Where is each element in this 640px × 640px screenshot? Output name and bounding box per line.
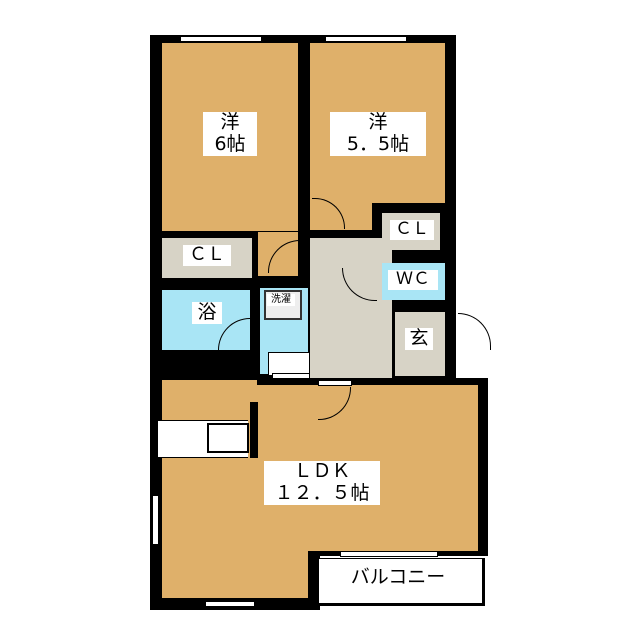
hallway bbox=[310, 238, 392, 378]
bath-label: 浴 bbox=[192, 301, 222, 324]
window[interactable] bbox=[340, 551, 438, 557]
entrance-door[interactable] bbox=[458, 313, 491, 350]
ldk-upper-left bbox=[162, 380, 257, 390]
room-name: 洋 bbox=[368, 111, 388, 133]
closet-right-label: ＣＬ bbox=[390, 219, 434, 240]
window[interactable] bbox=[180, 36, 262, 42]
toilet-label: ＷＣ bbox=[388, 269, 438, 290]
room-name: 洋 bbox=[220, 111, 240, 133]
kitchen-wall bbox=[250, 402, 258, 458]
window[interactable] bbox=[205, 601, 255, 607]
room-size: １２．５帖 bbox=[274, 481, 370, 504]
closet-left-label: ＣＬ bbox=[183, 244, 231, 266]
room-size: 5．5帖 bbox=[346, 132, 410, 155]
window[interactable] bbox=[318, 380, 352, 386]
window[interactable] bbox=[152, 495, 159, 545]
entrance-label: 玄 bbox=[405, 327, 433, 350]
window[interactable] bbox=[272, 373, 310, 379]
balcony-label: バルコニー bbox=[336, 566, 460, 589]
window[interactable] bbox=[325, 36, 407, 42]
kitchen-sink bbox=[207, 423, 249, 453]
ldk-lower bbox=[162, 545, 308, 598]
room-name: ＬＤＫ bbox=[293, 460, 351, 482]
laundry-label: 洗濯 bbox=[267, 294, 295, 306]
room-size: 6帖 bbox=[214, 132, 246, 155]
